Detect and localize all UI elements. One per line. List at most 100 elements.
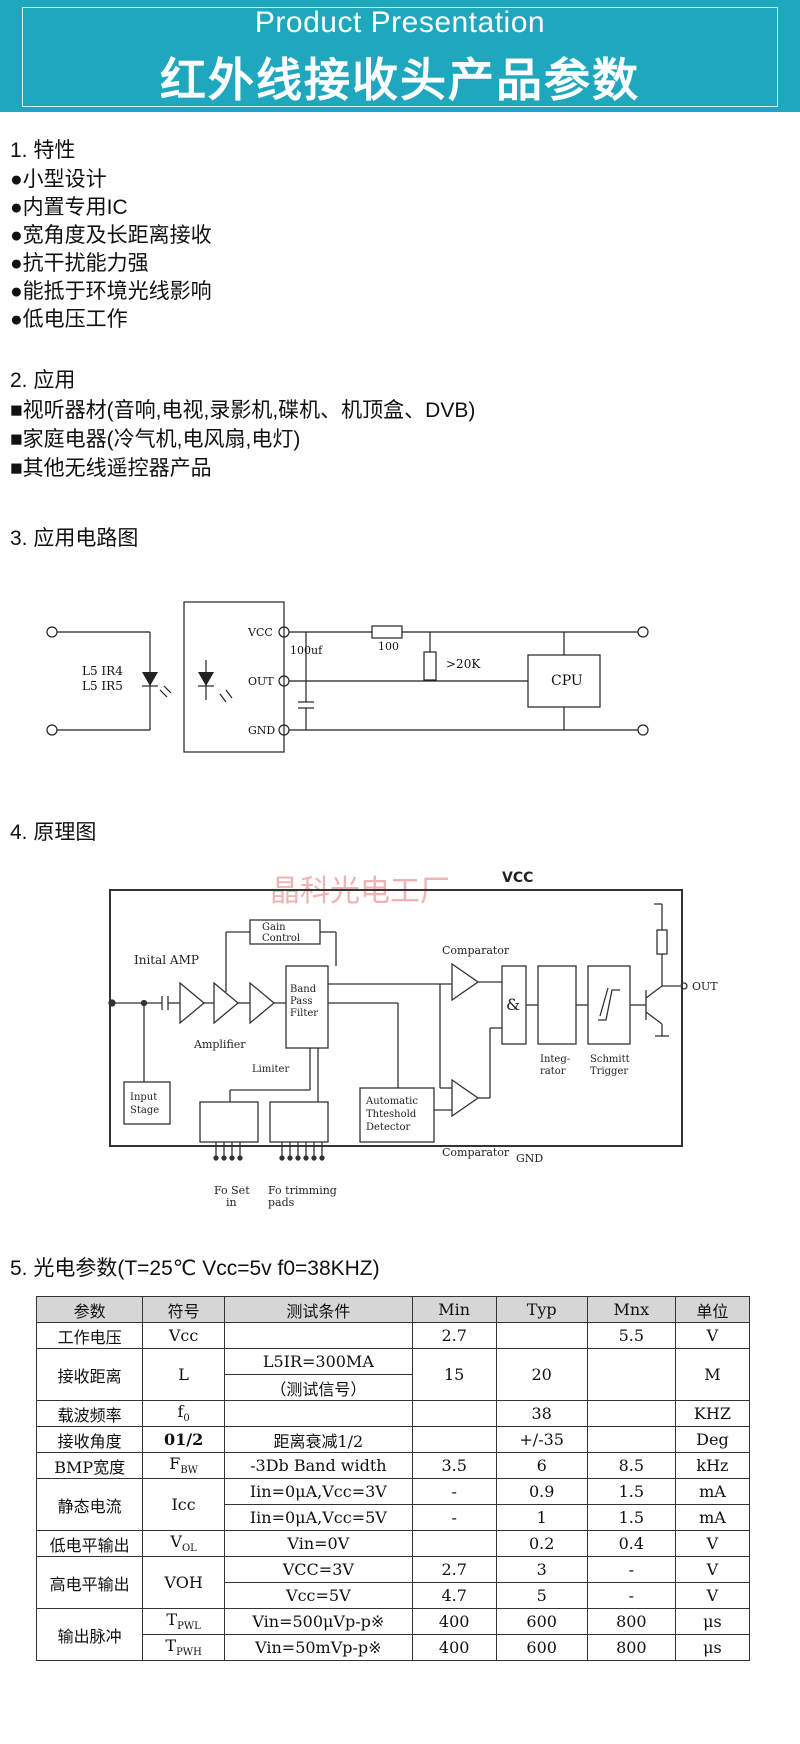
feature-item: ●低电压工作 <box>10 308 128 331</box>
params-heading: 5. 光电参数(T=25℃ Vcc=5v f0=38KHZ) <box>10 1257 380 1280</box>
application-item: ■其他无线遥控器产品 <box>10 457 212 480</box>
feature-item: ●宽角度及长距离接收 <box>10 224 212 247</box>
table-cell <box>586 1348 676 1401</box>
table-row: 输出脉冲 TPWL Vin=500μVp-p※ 400 600 800 μs <box>35 1608 751 1661</box>
table-cell: 2.7 <box>411 1322 497 1349</box>
atd-label-3: Detector <box>366 1122 411 1133</box>
out-pin-label: OUT <box>248 675 274 688</box>
table-cell: - <box>586 1556 676 1583</box>
table-cell: 高电平输出 <box>35 1556 144 1609</box>
initial-amp-label: Inital AMP <box>134 953 199 967</box>
header-banner: Product Presentation 红外线接收头产品参数 <box>0 0 800 112</box>
fo-set-label-2: in <box>226 1196 237 1209</box>
symbol-text: V <box>170 1532 182 1552</box>
table-cell: - <box>411 1504 497 1531</box>
integrator-label-2: rator <box>540 1066 566 1077</box>
table-cell: 1.5 <box>586 1478 676 1505</box>
table-cell: VOL <box>142 1530 225 1557</box>
table-cell: 1.5 <box>586 1504 676 1531</box>
cpu-label: CPU <box>551 673 583 689</box>
band-pass-label-2: Pass <box>290 996 313 1007</box>
feature-item: ●能抵于环境光线影响 <box>10 280 212 303</box>
table-row: 接收角度 01/2 距离衰减1/2 +/-35 Deg <box>35 1426 751 1453</box>
table-row: Vcc=5V 4.7 5 - V <box>37 1582 751 1609</box>
table-cell: 600 <box>495 1634 588 1661</box>
table-cell: FBW <box>142 1452 225 1479</box>
table-cell: BMP宽度 <box>35 1452 144 1479</box>
header-cell: 测试条件 <box>223 1296 413 1323</box>
table-cell: 接收角度 <box>35 1426 144 1453</box>
table-cell: 1 <box>495 1504 588 1531</box>
table-cell: 静态电流 <box>35 1478 144 1531</box>
table-header-row: 参数 符号 测试条件 Min Typ Mnx 单位 <box>35 1296 751 1323</box>
watermark: 晶科光电工厂 <box>270 874 450 909</box>
table-cell <box>411 1426 497 1453</box>
table-cell: L5IR=300MA <box>223 1348 413 1375</box>
table-cell: Vin=0V <box>223 1530 413 1557</box>
table-cell: μs <box>674 1634 751 1661</box>
features-heading: 1. 特性 <box>10 139 76 162</box>
feature-item: ●小型设计 <box>10 168 107 191</box>
table-cell: 载波频率 <box>35 1400 144 1427</box>
table-cell: 2.7 <box>411 1556 497 1583</box>
table-cell <box>586 1400 676 1427</box>
feature-item: ●内置专用IC <box>10 196 128 219</box>
input-stage-label-1: Input <box>130 1092 157 1103</box>
table-cell <box>223 1400 413 1427</box>
fo-set-label-1: Fo Set <box>214 1184 250 1197</box>
table-cell: Iin=0μA,Vcc=5V <box>223 1504 413 1531</box>
band-pass-label-1: Band <box>290 984 317 995</box>
and-gate-label: & <box>506 995 520 1014</box>
table-cell: V <box>674 1530 751 1557</box>
table-row: 高电平输出 VOH VCC=3V 2.7 3 - V <box>35 1556 751 1609</box>
table-row: 低电平输出 VOL Vin=0V 0.2 0.4 V <box>35 1530 751 1557</box>
table-cell: 5 <box>495 1582 588 1609</box>
symbol-text: F <box>169 1454 181 1474</box>
table-cell: L <box>142 1348 225 1401</box>
symbol-text: T <box>165 1636 177 1656</box>
out-label: OUT <box>692 980 718 993</box>
table-cell <box>495 1322 588 1349</box>
application-item: ■视听器材(音响,电视,录影机,碟机、机顶盒、DVB) <box>10 399 476 422</box>
symbol-text: T <box>166 1610 178 1630</box>
table-cell <box>411 1400 497 1427</box>
table-cell <box>411 1530 497 1557</box>
table-cell: 600 <box>495 1608 588 1635</box>
circuit-heading: 3. 应用电路图 <box>10 527 139 550</box>
header-cell: 符号 <box>142 1296 225 1323</box>
table-cell: 800 <box>586 1608 676 1635</box>
table-cell: 15 <box>411 1348 497 1401</box>
symbol-subscript: PWH <box>176 1647 202 1659</box>
gnd-pin-label: GND <box>248 724 275 737</box>
table-cell: Iin=0μA,Vcc=3V <box>223 1478 413 1505</box>
symbol-subscript: BW <box>180 1465 198 1477</box>
table-cell: f0 <box>142 1400 225 1427</box>
gain-label-1: Gain <box>262 922 286 933</box>
input-stage-label-2: Stage <box>130 1105 159 1116</box>
band-pass-label-3: Filter <box>290 1008 318 1019</box>
table-cell <box>223 1322 413 1349</box>
header-cell: Min <box>411 1296 497 1323</box>
table-cell: 3.5 <box>411 1452 497 1479</box>
table-cell: 5.5 <box>586 1322 676 1349</box>
header-cell: Typ <box>495 1296 588 1323</box>
block-diagram: VCC GND Inital AMP Amplifier Gain Contro… <box>108 870 718 1209</box>
comparator-bottom-label: Comparator <box>442 1146 510 1159</box>
resistor-label: 100 <box>378 640 399 653</box>
table-row: 工作电压 Vcc 2.7 5.5 V <box>35 1322 751 1349</box>
table-cell: KHZ <box>674 1400 751 1427</box>
table-cell: TPWL <box>142 1608 225 1635</box>
atd-label-2: Thteshold <box>366 1109 417 1120</box>
application-item: ■家庭电器(冷气机,电风扇,电灯) <box>10 428 301 451</box>
table-cell: VCC=3V <box>223 1556 413 1583</box>
table-cell: 800 <box>586 1634 676 1661</box>
fo-trimming-label-2: pads <box>268 1196 295 1209</box>
table-cell: Vin=50mVp-p※ <box>223 1634 413 1661</box>
table-cell: 38 <box>495 1400 588 1427</box>
header-cell: 参数 <box>35 1296 144 1323</box>
table-cell: Vcc=5V <box>223 1582 413 1609</box>
table-cell <box>586 1426 676 1453</box>
table-cell: 3 <box>495 1556 588 1583</box>
banner-frame <box>22 7 778 107</box>
table-cell: 01/2 <box>142 1426 225 1453</box>
